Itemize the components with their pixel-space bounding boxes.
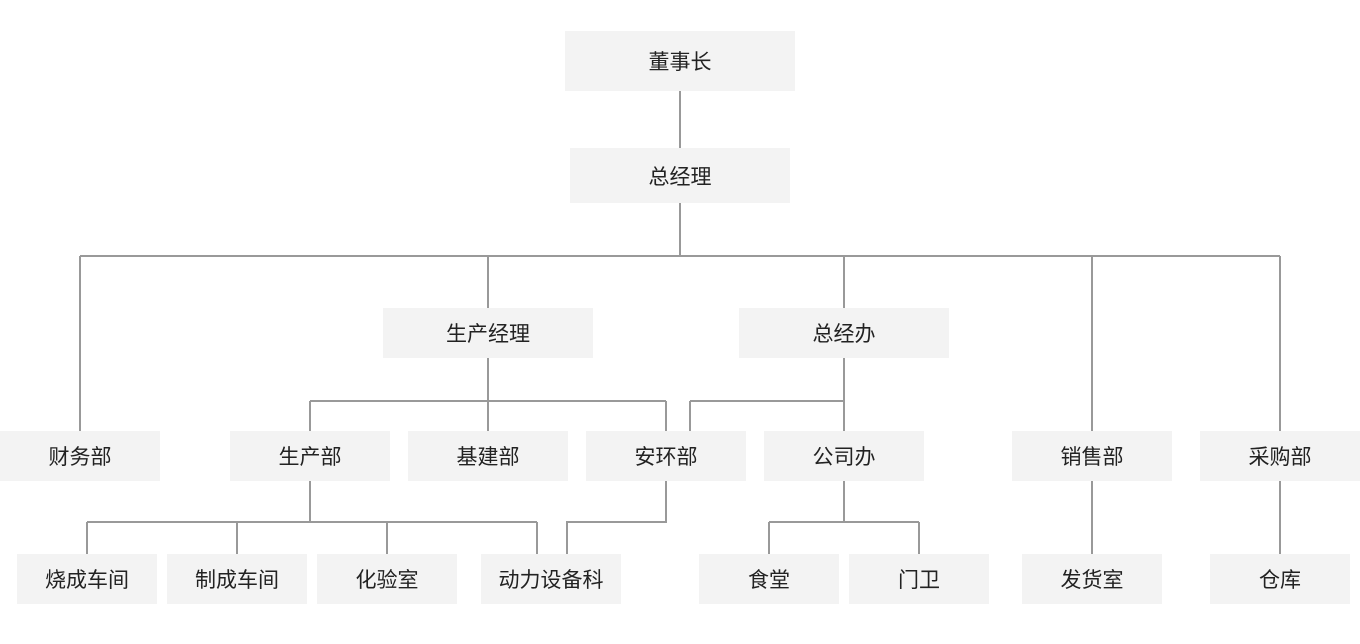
node-laboratory: 化验室 [317,554,457,604]
node-infrastructure: 基建部 [408,431,568,481]
node-company-office: 公司办 [764,431,924,481]
node-shipping-room: 发货室 [1022,554,1162,604]
node-warehouse: 仓库 [1210,554,1350,604]
node-canteen: 食堂 [699,554,839,604]
node-finance: 财务部 [0,431,160,481]
node-production-manager: 生产经理 [383,308,593,358]
node-sales: 销售部 [1012,431,1172,481]
node-safety-env: 安环部 [586,431,746,481]
node-sintering-workshop: 烧成车间 [17,554,157,604]
node-purchasing: 采购部 [1200,431,1360,481]
node-general-manager: 总经理 [570,148,790,203]
connector-safety-to-power [566,481,667,554]
node-chairman: 董事长 [565,31,795,91]
node-power-equipment: 动力设备科 [481,554,621,604]
node-gatekeeper: 门卫 [849,554,989,604]
node-manufacturing-workshop: 制成车间 [167,554,307,604]
node-production: 生产部 [230,431,390,481]
node-gm-office: 总经办 [739,308,949,358]
